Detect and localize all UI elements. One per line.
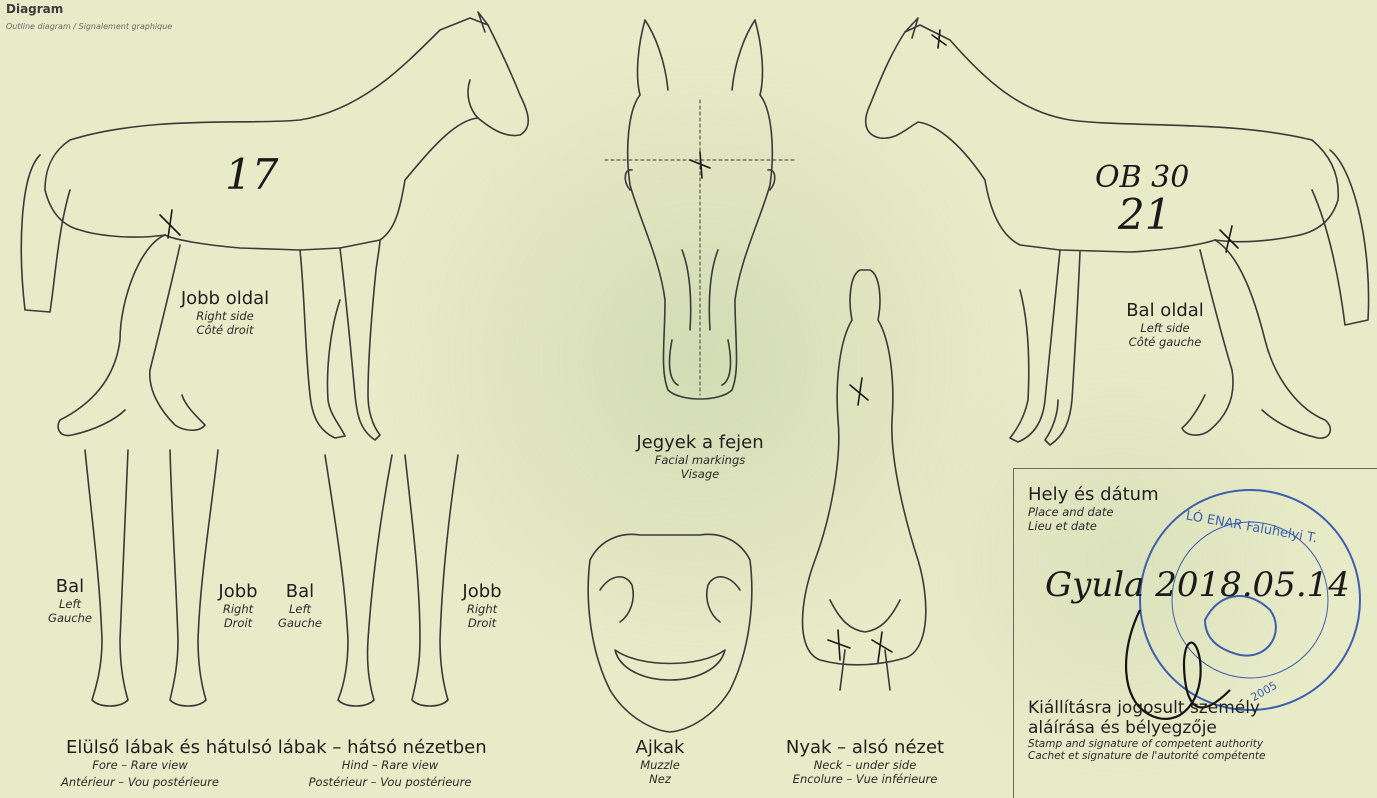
hind-caption-en: Hind – Rare view bbox=[290, 758, 490, 772]
hind-right-label: Jobb Right Droit bbox=[452, 581, 512, 630]
fore-right-fr: Droit bbox=[208, 616, 268, 630]
handwritten-place-date: Gyula 2018.05.14 bbox=[1045, 565, 1350, 605]
left-side-title: Bal oldal bbox=[1100, 300, 1230, 321]
signature-en: Stamp and signature of competent authori… bbox=[1028, 738, 1265, 750]
neck-underside-outline bbox=[803, 270, 926, 690]
muzzle-fr: Nez bbox=[600, 772, 720, 786]
hind-left-fr: Gauche bbox=[270, 616, 330, 630]
muzzle-outline bbox=[588, 534, 752, 732]
signature-label: Kiállításra jogosult személy aláírása és… bbox=[1028, 698, 1265, 762]
head-front-outline bbox=[605, 20, 795, 399]
head-label: Jegyek a fejen Facial markings Visage bbox=[590, 432, 810, 481]
fore-right-label: Jobb Right Droit bbox=[208, 581, 268, 630]
right-side-handwritten-number: 17 bbox=[225, 150, 278, 199]
head-en: Facial markings bbox=[590, 453, 810, 467]
neck-en: Neck – under side bbox=[755, 758, 975, 772]
fore-left-fr: Gauche bbox=[45, 611, 95, 625]
neck-title: Nyak – alsó nézet bbox=[755, 737, 975, 758]
hind-right-en: Right bbox=[452, 602, 512, 616]
place-date-label: Hely és dátum Place and date Lieu et dat… bbox=[1028, 484, 1159, 533]
place-date-en: Place and date bbox=[1028, 505, 1159, 519]
hind-left-title: Bal bbox=[270, 581, 330, 602]
fore-caption-fr: Antérieur – Vou postérieure bbox=[20, 775, 260, 789]
left-side-label: Bal oldal Left side Côté gauche bbox=[1100, 300, 1230, 349]
head-title: Jegyek a fejen bbox=[590, 432, 810, 453]
right-side-title: Jobb oldal bbox=[160, 288, 290, 309]
right-side-en: Right side bbox=[160, 309, 290, 323]
hind-left-label: Bal Left Gauche bbox=[270, 581, 330, 630]
fore-caption-en: Fore – Rare view bbox=[40, 758, 240, 772]
horse-right-side-outline bbox=[21, 12, 528, 440]
muzzle-title: Ajkak bbox=[600, 737, 720, 758]
fore-right-en: Right bbox=[208, 602, 268, 616]
hind-left-en: Left bbox=[270, 602, 330, 616]
neck-fr: Encolure – Vue inférieure bbox=[755, 772, 975, 786]
left-side-handwritten-number: 21 bbox=[1118, 190, 1171, 239]
left-side-en: Left side bbox=[1100, 321, 1230, 335]
signature-title-1: Kiállításra jogosult személy bbox=[1028, 698, 1265, 718]
fore-left-label: Bal Left Gauche bbox=[45, 576, 95, 625]
fore-left-en: Left bbox=[45, 597, 95, 611]
fore-right-title: Jobb bbox=[208, 581, 268, 602]
fore-left-title: Bal bbox=[45, 576, 95, 597]
neck-label: Nyak – alsó nézet Neck – under side Enco… bbox=[755, 737, 975, 786]
place-date-title: Hely és dátum bbox=[1028, 484, 1159, 505]
legs-caption: Elülső lábak és hátulsó lábak – hátsó né… bbox=[66, 737, 487, 758]
muzzle-label: Ajkak Muzzle Nez bbox=[600, 737, 720, 786]
head-fr: Visage bbox=[590, 467, 810, 481]
left-side-fr: Côté gauche bbox=[1100, 335, 1230, 349]
right-side-label: Jobb oldal Right side Côté droit bbox=[160, 288, 290, 337]
hind-caption-fr: Postérieur – Vou postérieure bbox=[265, 775, 515, 789]
muzzle-en: Muzzle bbox=[600, 758, 720, 772]
signature-title-2: aláírása és bélyegzője bbox=[1028, 718, 1265, 738]
legs-outline bbox=[85, 450, 458, 706]
place-date-fr: Lieu et date bbox=[1028, 519, 1159, 533]
right-side-fr: Côté droit bbox=[160, 323, 290, 337]
hind-right-fr: Droit bbox=[452, 616, 512, 630]
signature-fr: Cachet et signature de l'autorité compét… bbox=[1028, 750, 1265, 762]
hind-right-title: Jobb bbox=[452, 581, 512, 602]
